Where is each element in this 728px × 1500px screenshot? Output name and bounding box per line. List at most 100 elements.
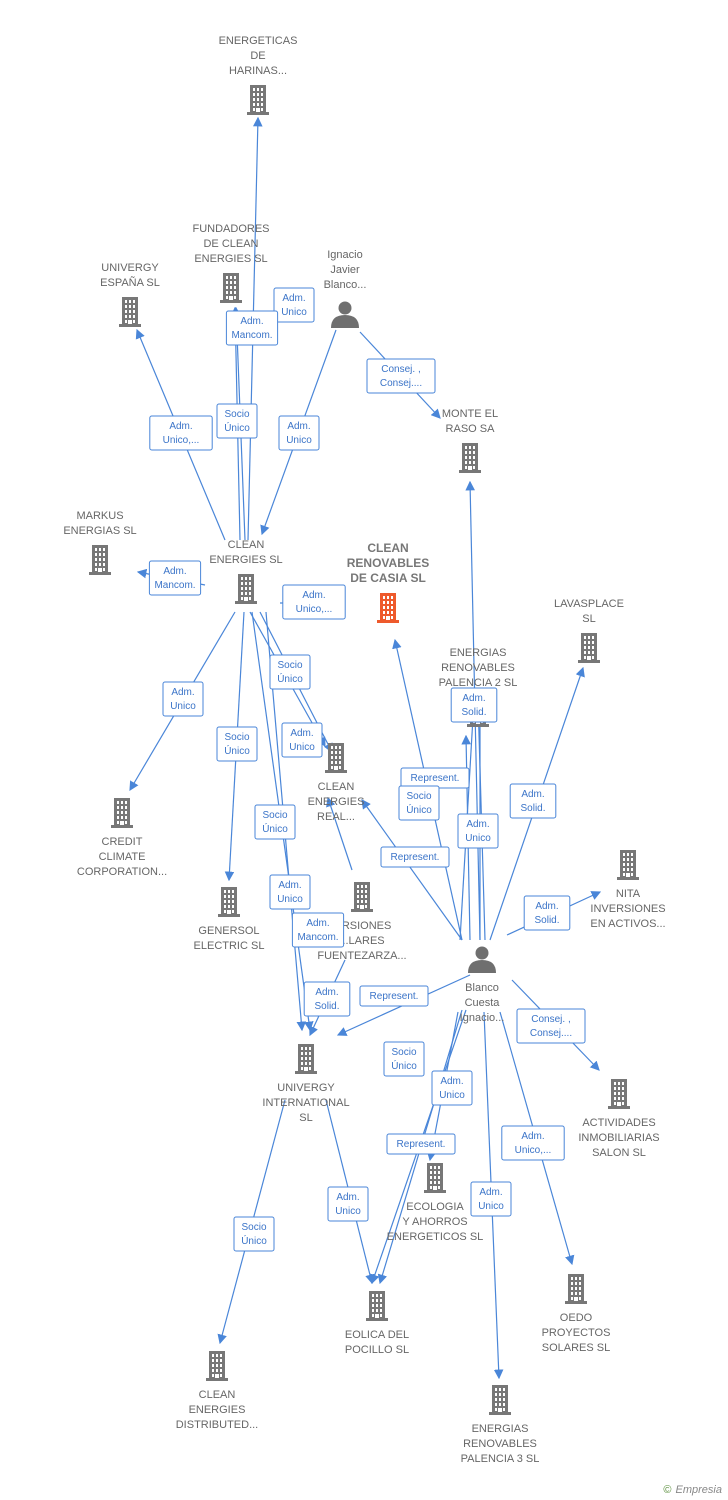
edge-label-box[interactable]: Consej. ,Consej.... [366, 358, 436, 394]
edge-label-frame [470, 1181, 512, 1217]
edge-label-box[interactable]: Adm.Unico,... [282, 584, 346, 620]
edge-label-box[interactable]: Adm.Mancom. [148, 560, 202, 596]
edge-label-text: Único [277, 672, 303, 685]
edge-label-text: Solid. [314, 1001, 339, 1012]
building-icon [220, 273, 242, 303]
edge-label-frame [225, 310, 279, 346]
edge-label-box[interactable]: Adm.Unico,... [501, 1125, 565, 1161]
node-monte[interactable]: MONTE EL RASO SA [442, 408, 498, 473]
node-label: Ignacio... [460, 1012, 505, 1024]
edge-label-box[interactable]: Adm.Unico [273, 287, 315, 323]
node-ignacio[interactable]: IgnacioJavierBlanco... [324, 249, 367, 328]
edge-label-text: Unico,... [163, 435, 200, 446]
edge-label-box[interactable]: Adm.Solid. [450, 687, 498, 723]
node-label: ENERGIES SL [209, 554, 282, 566]
node-label: CLIMATE [99, 851, 146, 863]
node-label: Ignacio [327, 249, 362, 261]
node-label: ENERGIAS SL [63, 525, 136, 537]
edge-label-text: Adm. [169, 421, 192, 432]
node-blanco[interactable]: BlancoCuestaIgnacio... [460, 946, 505, 1025]
edge-label-box[interactable]: Represent. [386, 1133, 456, 1155]
node-label: RENOVABLES [441, 662, 515, 674]
node-label: ENERGIES SL [194, 253, 267, 265]
edge-label-box[interactable]: Adm.Mancom. [291, 912, 345, 948]
node-label: PALENCIA 2 SL [439, 677, 518, 689]
edge-label-box[interactable]: Adm.Unico [162, 681, 204, 717]
edge-label-box[interactable]: Consej. ,Consej.... [516, 1008, 586, 1044]
building-icon [489, 1385, 511, 1415]
edge-label-box[interactable]: Adm. Solid. [303, 981, 351, 1017]
edge-label-text: Adm. [290, 728, 313, 739]
edge-label-text: Adm. [535, 901, 558, 912]
edge-label-text: Socio [241, 1222, 266, 1233]
node-credit[interactable]: CREDITCLIMATECORPORATION... [77, 798, 167, 878]
edge-label-box[interactable]: Represent. [380, 846, 450, 868]
edge-label-text: Represent. [370, 991, 419, 1002]
edge-label-box[interactable]: Adm.Unico [431, 1070, 473, 1106]
edge-label-box[interactable]: Represent. [359, 985, 429, 1007]
node-label: FUNDADORES [192, 223, 269, 235]
node-clean_real[interactable]: CLEANENERGIESREAL... [308, 743, 365, 823]
node-label: EN ACTIVOS... [590, 918, 665, 930]
edge-label-text: Represent. [391, 852, 440, 863]
edge-label-box[interactable]: Adm. Unico,... [149, 415, 213, 451]
building-icon [295, 1044, 317, 1074]
edge-label-box[interactable]: Adm.Unico [269, 874, 311, 910]
building-icon [235, 574, 257, 604]
edge-label-box[interactable]: Adm. Unico [457, 813, 499, 849]
node-label: INMOBILIARIAS [578, 1132, 659, 1144]
brand-logo[interactable]: Empresia [675, 1484, 722, 1496]
edge-label-box[interactable]: Adm.Unico [327, 1186, 369, 1222]
node-harinas[interactable]: ENERGETICASDEHARINAS... [219, 35, 298, 115]
building-icon [218, 887, 240, 917]
edge-label-text: Adm. [287, 421, 310, 432]
edge-label-text: Unico [465, 833, 491, 844]
edge-label-text: Adm. [466, 819, 489, 830]
node-label: MONTE EL [442, 408, 498, 420]
node-distributed[interactable]: CLEANENERGIESDISTRIBUTED... [176, 1351, 259, 1431]
edge-label-box[interactable]: Represent. [400, 767, 470, 789]
edge-label-frame [149, 415, 213, 451]
building-icon [119, 297, 141, 327]
edge-label-frame [216, 403, 258, 439]
edge-label-text: Adm. [163, 566, 186, 577]
building-icon [111, 798, 133, 828]
node-fuentezarza[interactable]: ...RSIONES...LARESFUENTEZARZA... [317, 882, 407, 962]
edge-label-text: Adm. [315, 987, 338, 998]
edge-label-box[interactable]: Adm.Mancom. [225, 310, 279, 346]
edge-label-box[interactable]: Adm.Solid. [509, 783, 557, 819]
building-focus-icon [377, 593, 399, 623]
node-label: RENOVABLES [463, 1438, 537, 1450]
edge-label-text: Mancom. [231, 330, 272, 341]
edge-label-box[interactable]: Adm.Unico [470, 1181, 512, 1217]
edge-label-box[interactable]: Adm.Unico [278, 415, 320, 451]
node-label: ...LARES [339, 935, 384, 947]
edge-label-text: Único [241, 1234, 267, 1247]
edge-label-text: Socio [262, 810, 287, 821]
edge-label-box[interactable]: Adm.Solid. [523, 895, 571, 931]
edge-label-box[interactable]: Adm.Unico [281, 722, 323, 758]
node-label: RASO SA [446, 423, 496, 435]
